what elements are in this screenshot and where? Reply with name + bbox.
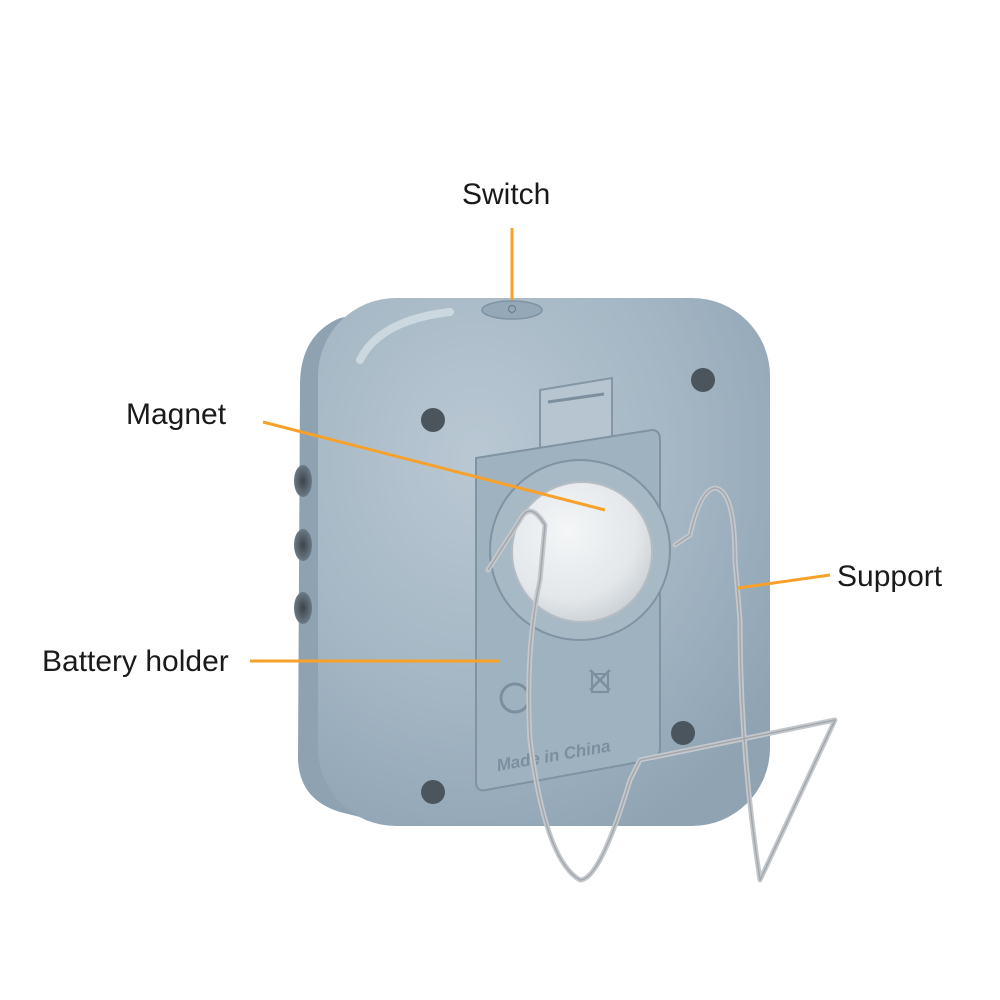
screw-holes (421, 368, 715, 804)
device-highlight (356, 308, 454, 364)
recycle-bin-icon (589, 669, 611, 693)
leader-magnet (262, 420, 606, 512)
label-battery-holder: Battery holder (42, 645, 229, 678)
magnet-disc (511, 481, 653, 623)
leader-support (737, 573, 831, 590)
side-jacks (294, 465, 312, 624)
leader-lines (250, 228, 831, 663)
label-magnet: Magnet (126, 398, 227, 431)
label-support: Support (837, 560, 943, 593)
power-switch-button (481, 300, 543, 320)
label-switch: Switch (462, 178, 551, 211)
